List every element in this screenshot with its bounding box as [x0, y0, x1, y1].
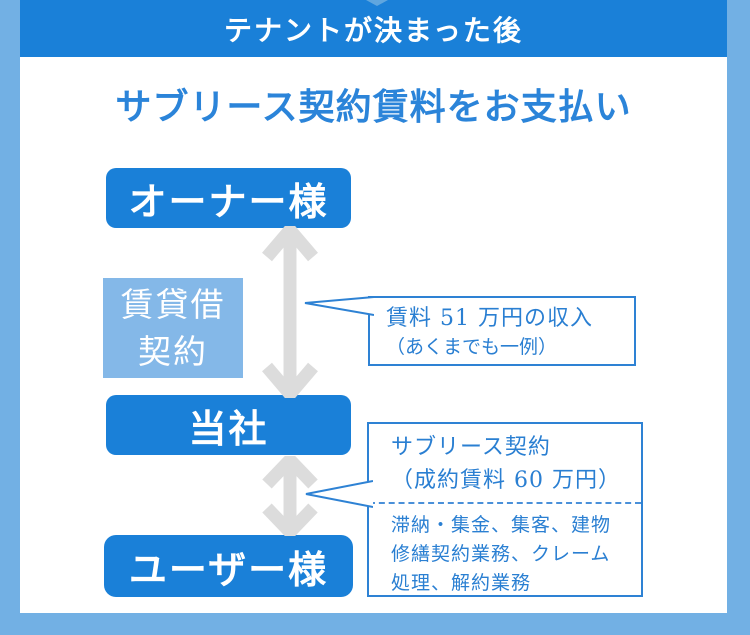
company-box-label: 当社 [188, 405, 269, 451]
company-box: 当社 [106, 395, 351, 455]
callout-sublease-note3: 処理、解約業務 [391, 572, 532, 594]
owner-company-double-arrow-icon [262, 226, 318, 398]
callout-sublease-notes: 滞納・集金、集客、建物 修繕契約業務、クレーム 処理、解約業務 [369, 504, 641, 598]
user-box-label: ユーザー様 [128, 546, 329, 592]
dashed-divider [369, 502, 641, 504]
company-user-double-arrow-icon [262, 456, 318, 536]
callout-sublease-top: サブリース契約 （成約賃料 60 万円） [369, 424, 641, 502]
bottom-frame-band [20, 613, 727, 635]
callout-sublease-note2: 修繕契約業務、クレーム [391, 543, 611, 565]
callout-sublease-tail [305, 480, 373, 508]
lease-contract-line2: 契約 [138, 332, 208, 371]
page-title: サブリース契約賃料をお支払い [115, 86, 632, 128]
user-box: ユーザー様 [104, 535, 353, 597]
section-header-label: テナントが決まった後 [224, 13, 523, 47]
left-frame-band [0, 0, 20, 635]
callout-rent-income-line2: （あくまでも一例） [386, 336, 558, 358]
lease-contract-line1: 賃貸借 [120, 285, 226, 324]
lease-contract-box: 賃貸借 契約 [103, 278, 243, 378]
section-divider-triangle-icon [366, 0, 388, 6]
owner-box: オーナー様 [106, 168, 351, 228]
owner-box-label: オーナー様 [128, 178, 329, 224]
right-frame-band [727, 0, 750, 635]
callout-sublease-note1: 滞納・集金、集客、建物 [391, 514, 612, 536]
callout-sublease-line2: （成約賃料 60 万円） [391, 468, 621, 493]
callout-rent-income-line1: 賃料 51 万円の収入 [386, 306, 593, 331]
section-header-banner: テナントが決まった後 [20, 0, 727, 57]
callout-sublease-line1: サブリース契約 [391, 435, 551, 460]
callout-rent-income: 賃料 51 万円の収入 （あくまでも一例） [368, 296, 636, 366]
callout-sublease: サブリース契約 （成約賃料 60 万円） 滞納・集金、集客、建物 修繕契約業務、… [367, 422, 643, 597]
callout-rent-income-tail [304, 296, 374, 316]
